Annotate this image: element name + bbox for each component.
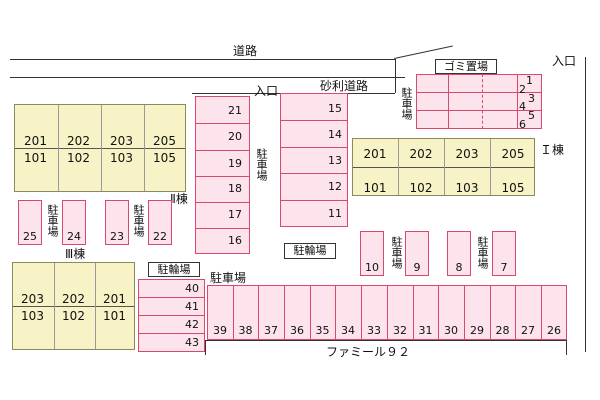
unit-b2-105: 105 bbox=[153, 151, 176, 165]
unit-b1-201: 201 bbox=[363, 147, 387, 161]
parking-space-13: 13 bbox=[328, 154, 342, 167]
parking-space-23: 23 bbox=[105, 200, 129, 245]
parking-space-26: 26 bbox=[547, 324, 561, 337]
building-3-label: Ⅲ棟 bbox=[65, 247, 86, 261]
parking-space-22: 22 bbox=[148, 200, 172, 245]
parking-space-32: 32 bbox=[393, 324, 407, 337]
parking-space-6: 6 bbox=[519, 118, 526, 131]
store-label: ファミール９２ bbox=[326, 345, 411, 359]
entrance-left-label: 入口 bbox=[254, 84, 279, 98]
unit-b3-202: 202 bbox=[62, 292, 85, 306]
parking-label-right-a: 駐車場 bbox=[390, 236, 403, 269]
main-road-label: 道路 bbox=[233, 44, 258, 58]
parking-space-11: 11 bbox=[328, 207, 342, 220]
unit-b1-101: 101 bbox=[363, 181, 387, 195]
parking-space-33: 33 bbox=[367, 324, 381, 337]
bicycle-area-label-left: 駐輪場 bbox=[148, 262, 200, 277]
bicycle-space-41: 41 bbox=[185, 300, 199, 313]
parking-space-27: 27 bbox=[521, 324, 535, 337]
parking-space-19: 19 bbox=[228, 157, 242, 170]
unit-b2-202: 202 bbox=[67, 134, 90, 148]
bicycle-space-43: 43 bbox=[185, 336, 199, 349]
unit-b2-102: 102 bbox=[67, 151, 90, 165]
parking-space-38: 38 bbox=[238, 324, 253, 337]
parking-space-16: 16 bbox=[228, 234, 242, 247]
parking-space-25: 25 bbox=[18, 200, 42, 245]
parking-space-36: 36 bbox=[290, 324, 304, 337]
entrance-right-label: 入口 bbox=[552, 54, 577, 68]
building-1-label: Ｉ棟 bbox=[540, 143, 565, 157]
parking-space-15: 15 bbox=[328, 102, 342, 115]
unit-b2-205: 205 bbox=[153, 134, 176, 148]
unit-b1-205: 205 bbox=[501, 147, 525, 161]
unit-b2-201: 201 bbox=[24, 134, 47, 148]
parking-label-middle: 駐車場 bbox=[255, 148, 268, 181]
unit-b2-101: 101 bbox=[24, 151, 47, 165]
parking-block-top-right bbox=[416, 74, 542, 129]
parking-space-39: 39 bbox=[213, 324, 227, 337]
parking-label-right-b: 駐車場 bbox=[476, 236, 489, 269]
unit-b1-203: 203 bbox=[455, 147, 479, 161]
parking-space-20: 20 bbox=[228, 130, 242, 143]
road-diagonal bbox=[394, 45, 453, 59]
unit-b3-201: 201 bbox=[103, 292, 126, 306]
garbage-area-label: ゴミ置場 bbox=[435, 59, 497, 74]
parking-space-1: 1 bbox=[526, 74, 533, 87]
parking-space-5: 5 bbox=[528, 109, 535, 122]
building-1 bbox=[352, 138, 535, 196]
parking-space-31: 31 bbox=[418, 324, 433, 337]
unit-b3-203: 203 bbox=[21, 292, 44, 306]
parking-space-2: 2 bbox=[519, 83, 526, 96]
parking-space-21: 21 bbox=[228, 104, 242, 117]
bicycle-area-label-center: 駐輪場 bbox=[284, 243, 336, 259]
unit-b3-103: 103 bbox=[21, 309, 44, 323]
parking-label-left-b: 駐車場 bbox=[132, 204, 145, 237]
bicycle-space-40: 40 bbox=[185, 282, 199, 295]
parking-space-17: 17 bbox=[228, 208, 242, 221]
main-road-line-top bbox=[10, 59, 395, 60]
parking-label-left-a: 駐車場 bbox=[46, 204, 59, 237]
parking-space-14: 14 bbox=[328, 128, 342, 141]
parking-space-10: 10 bbox=[360, 231, 384, 276]
building-3 bbox=[12, 262, 135, 350]
unit-b3-101: 101 bbox=[103, 309, 126, 323]
bicycle-space-42: 42 bbox=[185, 318, 199, 331]
parking-label-top-right: 駐車場 bbox=[400, 87, 413, 120]
parking-space-37: 37 bbox=[264, 324, 278, 337]
parking-label-bottom: 駐車場 bbox=[210, 271, 247, 285]
unit-b2-103: 103 bbox=[110, 151, 133, 165]
parking-space-4: 4 bbox=[519, 100, 526, 113]
right-boundary bbox=[585, 57, 586, 352]
parking-space-7: 7 bbox=[492, 231, 516, 276]
parking-space-29: 29 bbox=[470, 324, 484, 337]
unit-b1-105: 105 bbox=[501, 181, 525, 195]
parking-space-24: 24 bbox=[62, 200, 86, 245]
parking-block-gravel bbox=[280, 93, 348, 227]
parking-space-28: 28 bbox=[495, 324, 510, 337]
unit-b2-203: 203 bbox=[110, 134, 133, 148]
parking-space-35: 35 bbox=[315, 324, 330, 337]
unit-b1-202: 202 bbox=[409, 147, 433, 161]
parking-space-30: 30 bbox=[444, 324, 458, 337]
parking-block-middle bbox=[195, 96, 250, 254]
unit-b1-103: 103 bbox=[455, 181, 479, 195]
unit-b1-102: 102 bbox=[409, 181, 433, 195]
building-2 bbox=[14, 104, 186, 192]
gravel-road-label: 砂利道路 bbox=[320, 79, 369, 93]
parking-space-12: 12 bbox=[328, 180, 342, 193]
parking-space-8: 8 bbox=[447, 231, 471, 276]
parking-space-9: 9 bbox=[405, 231, 429, 276]
store-boundary bbox=[205, 340, 567, 355]
parking-space-3: 3 bbox=[528, 92, 535, 105]
road-bend bbox=[395, 59, 414, 93]
main-road-line-bottom bbox=[10, 77, 405, 78]
unit-b3-102: 102 bbox=[62, 309, 85, 323]
building-2-label: Ⅱ棟 bbox=[170, 192, 188, 206]
parking-space-18: 18 bbox=[228, 182, 242, 195]
parking-space-34: 34 bbox=[341, 324, 355, 337]
